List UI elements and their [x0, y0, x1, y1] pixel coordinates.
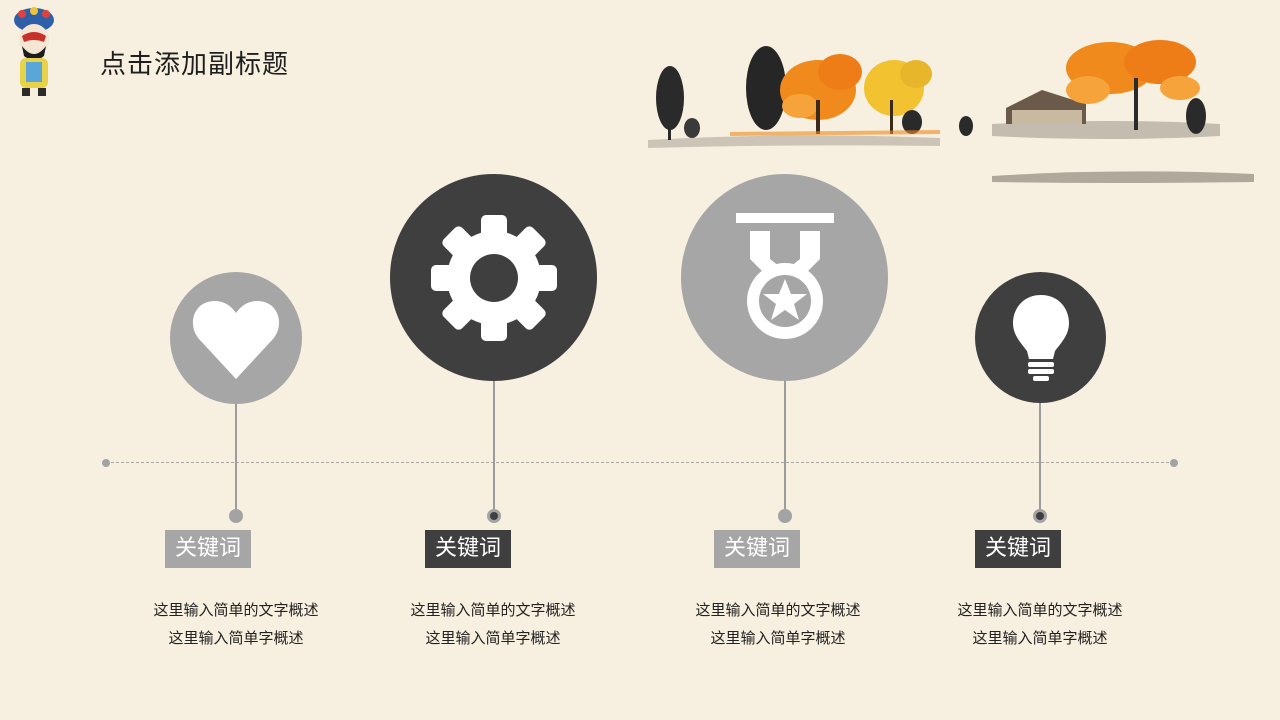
- description-line: 这里输入简单字概述: [425, 629, 561, 647]
- ink-landscape-illustration: [648, 40, 1254, 183]
- description-line: 这里输入简单的文字概述: [410, 601, 576, 619]
- connector-line: [493, 381, 495, 512]
- keyword-label[interactable]: 关键词: [425, 530, 512, 568]
- description-text: 这里输入简单的文字概述 这里输入简单字概述: [126, 596, 346, 652]
- description-line: 这里输入简单字概述: [710, 629, 846, 647]
- keyword-label[interactable]: 关键词: [714, 530, 801, 568]
- lightbulb-circle[interactable]: [975, 272, 1106, 403]
- timeline-node: [1033, 509, 1047, 523]
- description-line: 这里输入简单的文字概述: [957, 601, 1123, 619]
- description-text: 这里输入简单的文字概述 这里输入简单字概述: [930, 596, 1150, 652]
- timeline-end-dot: [1170, 459, 1178, 467]
- timeline-node: [778, 509, 792, 523]
- connector-line: [235, 404, 237, 512]
- description-line: 这里输入简单字概述: [972, 629, 1108, 647]
- timeline-node: [487, 509, 501, 523]
- gear-icon: [430, 214, 557, 341]
- connector-line: [1039, 403, 1041, 512]
- heart-circle[interactable]: [170, 272, 302, 404]
- connector-line: [784, 381, 786, 512]
- description-text: 这里输入简单的文字概述 这里输入简单字概述: [383, 596, 603, 652]
- timeline-start-dot: [102, 459, 110, 467]
- description-line: 这里输入简单的文字概述: [153, 601, 319, 619]
- timeline-line: [106, 462, 1174, 463]
- page-title[interactable]: 点击添加副标题: [100, 50, 290, 80]
- medal-circle[interactable]: [681, 174, 888, 381]
- medal-icon: [735, 212, 834, 339]
- keyword-label[interactable]: 关键词: [975, 530, 1062, 568]
- description-line: 这里输入简单的文字概述: [695, 601, 861, 619]
- lightbulb-icon: [1012, 294, 1069, 381]
- keyword-label[interactable]: 关键词: [165, 530, 252, 568]
- gear-circle[interactable]: [390, 174, 597, 381]
- timeline-node: [229, 509, 243, 523]
- description-line: 这里输入简单字概述: [168, 629, 304, 647]
- opera-character-illustration: [14, 7, 54, 96]
- description-text: 这里输入简单的文字概述 这里输入简单字概述: [668, 596, 888, 652]
- heart-icon: [192, 301, 280, 379]
